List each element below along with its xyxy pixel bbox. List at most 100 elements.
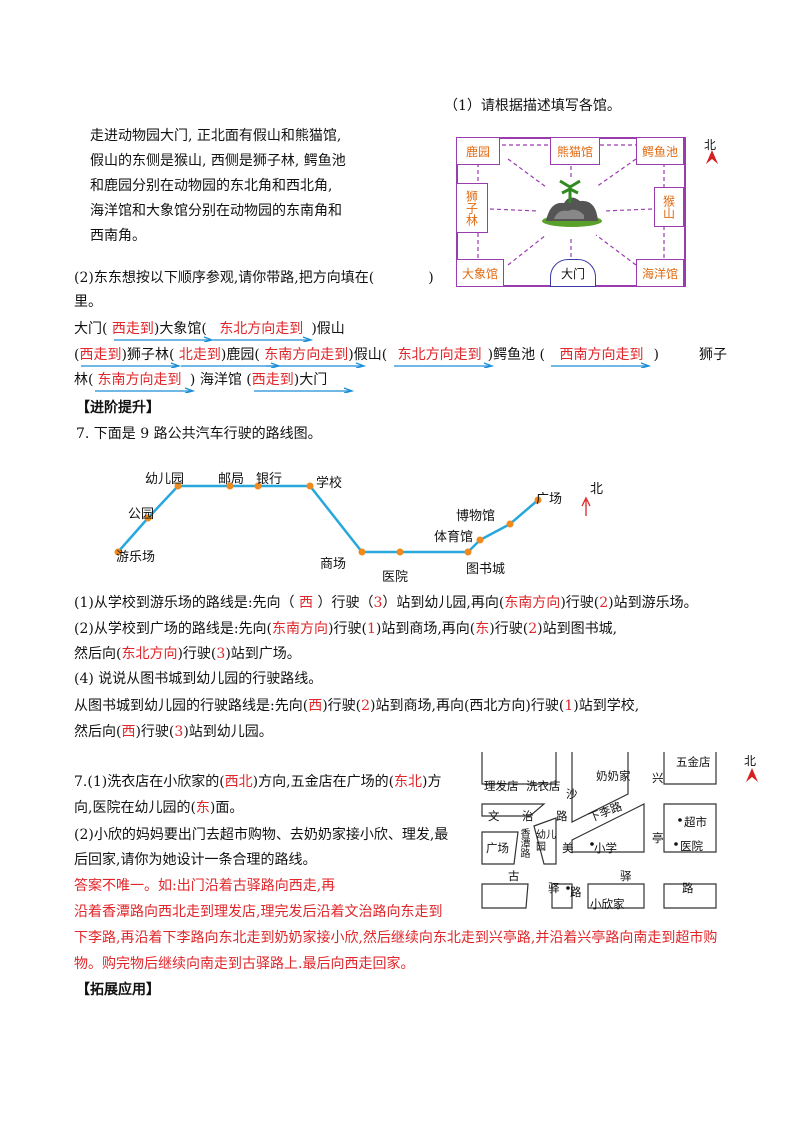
map-school: 小学 [594,841,617,855]
map-yi: 驿 [620,869,632,883]
answer-3: 西走到 [79,345,182,368]
zoo-cell-nw: 鹿园 [456,137,500,165]
section-advanced: 【进阶提升】 [76,400,160,416]
map-kindergarten: 幼儿园 [536,830,556,853]
answer-1: 西走到 [112,319,214,342]
section-extend: 【拓展应用】 [76,982,160,998]
map-xiangtan-road: 香潭路 [518,828,529,858]
route-ocean: 海洋馆 [199,372,242,388]
stop-kindergarten: 幼儿园 [145,472,185,487]
route-line-2: (西走到)狮子林( 北走到)鹿园( 东南方向走到)假山( 东北方向走到)鳄鱼池 … [74,345,659,368]
zoo-cell-e: 猴山 [654,187,684,227]
route-gate-end: 大门 [299,372,328,388]
town-north-arrow-icon [746,768,758,782]
town-map [481,752,717,909]
town-answer-1: 答案不唯一。如:出门沿着古驿路向西走,再 [74,878,336,894]
stop-mall: 商场 [320,557,347,572]
zoo-north-label: 北 [704,138,717,152]
route-lion: 狮子 [126,347,155,363]
rockery-image [542,179,602,227]
route-line-3: 林(东南方向走到 ) 海洋馆 (西走到)大门 [74,370,354,393]
stop-gym: 体育馆 [434,530,474,545]
answer-7: 西南方向走到 [549,345,653,368]
town-answer-2: 沿着香潭路向西北走到理发店,理完发后沿着文治路向东走到 [74,904,443,920]
bus-north-label: 北 [590,482,604,497]
map-wen: 文 [488,809,500,823]
map-gu: 古 [508,869,520,883]
town-q1b: 向,医院在幼儿园的(东)面。 [74,800,244,816]
bus-question: 7. 下面是 9 路公共汽车行驶的路线图。 [76,426,322,442]
stop-amusement-park: 游乐场 [116,550,156,565]
zoo-q2-text: (2)东东想按以下顺序参观,请你带路,把方向填在( [74,270,375,286]
map-xiaoxin-home: 小欣家 [590,897,625,911]
stop-park: 公园 [128,507,155,522]
zoo-cell-gate: 大门 [550,259,596,287]
stop-square: 广场 [536,492,563,507]
stop-school: 学校 [316,476,343,491]
town-q1: 7.(1)洗衣店在小欣家的(西北)方向,五金店在广场的(东北)方 [74,774,442,790]
bus-route-map [114,482,591,556]
answer-8: 东南方向走到 [93,370,196,393]
map-xing: 兴 [652,771,664,785]
bus-q2b: 然后向(东北方向)行驶(3)站到广场。 [74,646,301,662]
zoo-desc-1: 走进动物园大门, 正北面有假山和熊猫馆, [90,128,342,144]
zoo-q1-title: （1）请根据描述填写各馆。 [444,98,621,114]
map-barber: 理发店 [484,779,519,793]
bus-q4a: 从图书城到幼儿园的行驶路线是:先向(西)行驶(2)站到商场,再向(西北方向)行驶… [74,698,640,714]
zoo-q2-close: ) [428,270,434,286]
route-line-1: 大门( 西走到)大象馆( 东北方向走到)假山 [74,319,345,342]
answer-5: 东南方向走到 [264,345,367,368]
map-hardware: 五金店 [676,755,711,769]
map-yi2: 驿 [548,881,560,895]
zoo-q2-line1: (2)东东想按以下顺序参观,请你带路,把方向填在() [74,268,434,288]
route-rockery-2: 假山 [353,347,382,363]
zoo-desc-4: 海洋馆和大象馆分别在动物园的东南角和 [90,203,342,219]
route-croc: 鳄鱼池 [493,347,536,363]
map-mei: 美 [562,841,574,855]
zoo-desc-2: 假山的东侧是猴山, 西侧是狮子林, 鳄鱼池 [90,153,346,169]
town-answer-3: 下李路,再沿着下李路向东北走到奶奶家接小欣,然后继续向东北走到兴亭路,并沿着兴亭… [74,930,718,946]
map-supermarket: 超市 [684,815,707,829]
map-zhi: 治 [522,809,534,823]
map-hospital: 医院 [680,839,703,853]
answer-9: 西走到 [252,370,354,393]
answer-4: 北走到 [179,345,281,368]
route-lion-end: 林 [74,372,88,388]
zoo-map: 鹿园 熊猫馆 鳄鱼池 狮子林 猴山 大象馆 大门 海洋馆 [456,137,686,287]
stop-bank: 银行 [256,472,283,487]
stop-post-office: 邮局 [218,472,245,487]
route-deer: 鹿园 [226,347,255,363]
bus-q4b: 然后向(西)行驶(3)站到幼儿园。 [74,724,273,740]
zoo-q2-line2: 里。 [74,294,102,310]
map-lu1: 路 [556,809,568,823]
town-q2b: 后回家,请你为她设计一条合理的路线。 [74,852,317,868]
stop-museum: 博物馆 [456,509,496,524]
zoo-cell-se: 海洋馆 [636,259,684,287]
north-arrow-icon [706,150,718,164]
town-north-label: 北 [744,754,757,768]
answer-6: 东北方向走到 [392,345,494,368]
map-lu3: 路 [570,885,582,899]
zoo-cell-w: 狮子林 [456,183,488,233]
map-square: 广场 [486,841,509,855]
map-sha: 沙 [566,787,578,801]
zoo-desc-3: 和鹿园分别在动物园的东北角和西北角, [90,178,333,194]
town-q2: (2)小欣的妈妈要出门去超市购物、去奶奶家接小欣、理发,最 [74,827,449,843]
zoo-cell-n: 熊猫馆 [550,137,600,165]
zoo-desc-5: 西南角。 [90,228,146,244]
town-answer-4: 物。购完物后继续向南走到古驿路上.最后向西走回家。 [74,956,415,972]
bus-q1: (1)从学校到游乐场的路线是:先向（ 西 ）行驶（3）站到幼儿园,再向(东南方向… [74,595,698,611]
bus-q2: (2)从学校到广场的路线是:先向(东南方向)行驶(1)站到商场,再向(东)行驶(… [74,621,618,637]
zoo-cell-sw: 大象馆 [456,259,504,287]
stop-hospital: 医院 [382,570,409,585]
stop-book-city: 图书城 [466,562,506,577]
map-lu2: 路 [682,881,694,895]
route-gate: 大门 [74,321,102,337]
map-ting: 亭 [652,831,664,845]
route-rockery: 假山 [316,321,345,337]
route-lion-wrap: 狮子 [699,347,727,363]
route-lion-2: 林 [154,347,169,363]
route-elephant: 大象馆 [159,321,202,337]
map-grandma: 奶奶家 [596,769,631,783]
map-laundry: 洗衣店 [526,779,561,793]
